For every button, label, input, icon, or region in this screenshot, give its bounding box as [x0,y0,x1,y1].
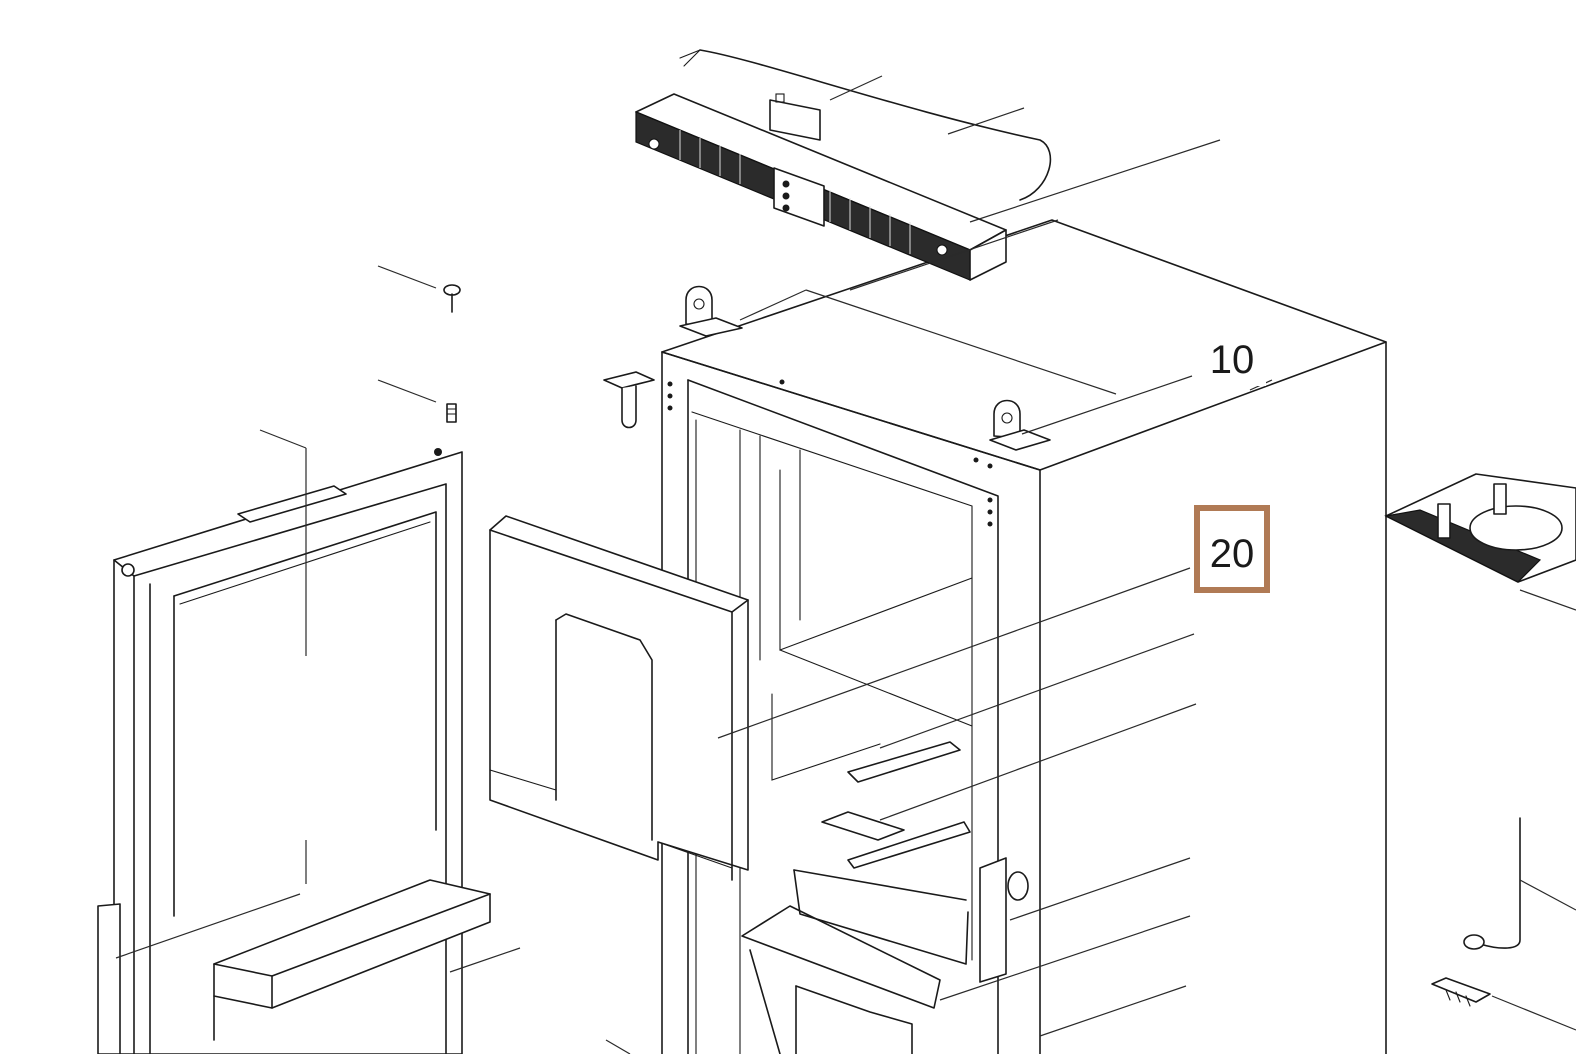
temperature-sensor[interactable] [1463,817,1521,950]
door-latch-right[interactable] [979,857,1029,983]
screw[interactable] [443,284,461,313]
crisper-drawer[interactable] [741,869,969,1054]
spring[interactable] [446,403,457,423]
callout-10-label: 10 [1210,338,1255,382]
hinge-bracket-small[interactable] [603,371,655,429]
cabinet-body[interactable] [661,219,1387,1054]
control-panel[interactable] [635,49,1052,281]
top-hinge-left[interactable] [679,285,743,337]
callout-10[interactable]: 10 [1200,330,1266,386]
door-left[interactable] [97,448,491,1054]
leader-lines [115,75,1576,1054]
callout-20-label: 20 [1210,532,1255,576]
callout-20[interactable]: 20 [1194,505,1270,593]
top-hinge-right[interactable] [989,399,1051,451]
shelf-rail[interactable] [847,741,961,783]
drawer-support[interactable] [821,811,971,869]
fan-assembly[interactable] [1384,473,1576,583]
callout-20-highlight-box [1194,505,1270,593]
cable-clip[interactable] [1431,977,1491,1007]
inner-cover-panel[interactable] [489,515,749,881]
